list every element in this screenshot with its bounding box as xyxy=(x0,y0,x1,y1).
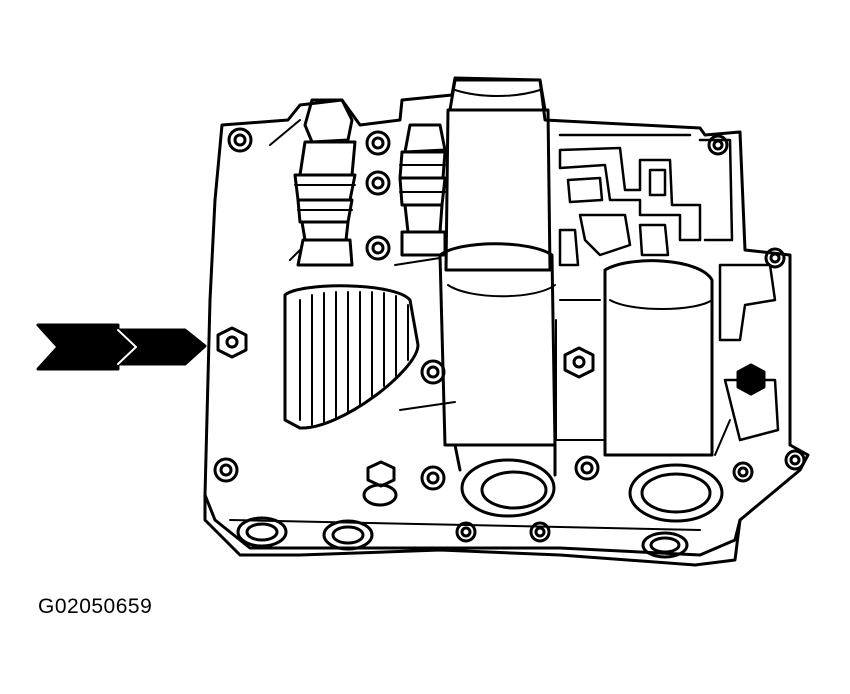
hex-bolts xyxy=(216,326,766,488)
bolt-hole xyxy=(641,531,689,559)
hex-bolt xyxy=(563,346,595,379)
bolt-hole xyxy=(213,457,239,483)
lower-right-accumulator-cylinder xyxy=(603,259,724,523)
arrow-right-icon xyxy=(36,323,207,371)
bolt-hole xyxy=(362,483,398,507)
bolt-hole xyxy=(455,521,477,543)
bolt-hole xyxy=(236,516,288,548)
bolt-hole xyxy=(784,449,806,471)
figure-code: G02050659 xyxy=(38,595,153,618)
fluid-passages xyxy=(558,133,780,442)
bolt-hole xyxy=(529,521,551,543)
plate-edge-line xyxy=(229,519,701,531)
bolt-hole xyxy=(365,235,391,261)
body-detail-lines xyxy=(269,119,731,456)
filter-screen xyxy=(283,284,420,430)
middle-valve-spool xyxy=(398,123,447,257)
left-valve-spool xyxy=(293,98,357,267)
valve-body-plate xyxy=(203,76,810,567)
bolt-hole xyxy=(365,130,391,156)
indicated-bolt xyxy=(216,326,248,359)
bolt-holes xyxy=(213,127,806,559)
bolt-hole xyxy=(322,519,374,551)
hex-bolt xyxy=(736,363,766,396)
bolt-hole xyxy=(227,127,253,153)
hex-bolt xyxy=(366,460,396,488)
bolt-hole xyxy=(420,465,446,491)
bolt-hole xyxy=(764,247,786,269)
bolt-hole xyxy=(365,170,391,196)
lower-left-accumulator-cylinder xyxy=(438,242,557,518)
upper-accumulator-cylinder xyxy=(444,78,552,272)
bolt-hole xyxy=(732,461,754,483)
bolt-hole xyxy=(574,455,600,481)
bolt-hole xyxy=(707,134,729,156)
plate-lower-edge xyxy=(203,493,742,557)
bolt-hole xyxy=(420,359,446,385)
